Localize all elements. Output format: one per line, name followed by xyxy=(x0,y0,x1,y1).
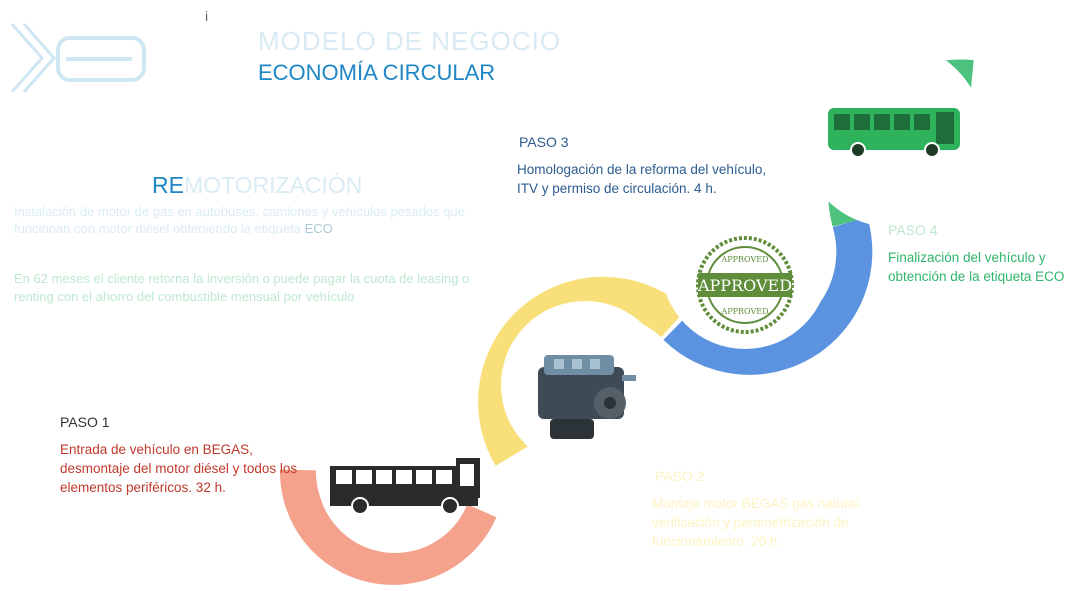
engine-icon xyxy=(538,355,636,439)
badge-ring-top-text: APPROVED xyxy=(720,255,768,264)
badge-ring-bottom-text: APPROVED xyxy=(720,307,768,316)
remotorizacion-description: Instalación de motor de gas en autobuses… xyxy=(14,203,484,237)
bus-icon xyxy=(330,458,480,515)
step3-ring xyxy=(663,216,873,375)
eco-bus-icon xyxy=(828,108,960,158)
step2-label: PASO 2 xyxy=(655,468,705,484)
step3-text: Homologación de la reforma del vehículo,… xyxy=(517,162,767,196)
step1-label: PASO 1 xyxy=(60,414,110,430)
step3-label: PASO 3 xyxy=(519,134,569,150)
title-strong-part: RE xyxy=(152,172,184,198)
page-heading: MODELO DE NEGOCIO xyxy=(258,26,562,56)
description-text: Instalación de motor de gas en autobuses… xyxy=(14,204,465,236)
stray-mark: i xyxy=(205,8,209,24)
remotorizacion-title: REMOTORIZACIÓN xyxy=(152,172,362,199)
step1-ring xyxy=(279,469,497,585)
step4-label: PASO 4 xyxy=(888,222,938,238)
begas-logo xyxy=(10,23,146,93)
title-faded-part: MOTORIZACIÓN xyxy=(183,172,363,198)
step4-text: Finalización del vehículo y obtención de… xyxy=(888,250,1065,284)
roi-paragraph: En 62 meses el cliente retorna la invers… xyxy=(14,271,470,304)
page-subtitle: ECONOMÍA CIRCULAR xyxy=(258,60,496,85)
step2-text: Montaje motor BEGAS gas natural, verific… xyxy=(652,496,863,549)
eco-label: ECO xyxy=(304,221,333,236)
step1-text: Entrada de vehículo en BEGAS, desmontaje… xyxy=(60,442,298,495)
badge-main-text: APPROVED xyxy=(697,276,792,295)
approved-stamp-icon: APPROVED APPROVED APPROVED xyxy=(696,236,794,334)
